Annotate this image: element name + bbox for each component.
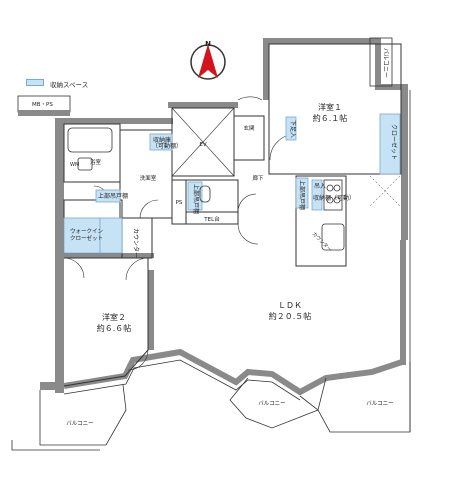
bath-label: 浴室: [90, 158, 102, 166]
wm-label: WM: [70, 162, 79, 168]
balcony-right-label: バルコニー: [366, 400, 393, 407]
storage-e2-label: 収納棚（可動）: [313, 194, 355, 202]
storage-a2-label: （可動棚）: [152, 142, 182, 150]
storage-a-label: 収納庫: [153, 136, 171, 144]
compass-letter: N: [205, 40, 211, 48]
bedroom1-name: 洋室１: [318, 102, 342, 112]
storage-e-label: 吊入: [314, 183, 326, 190]
storage-d-label: 上部吊戸棚: [298, 180, 306, 210]
bedroom1-size: 約６.１帖: [313, 113, 348, 123]
compass-icon: N: [190, 40, 226, 80]
walkin-label-2: クローゼット: [70, 234, 103, 242]
washroom-label: 洗面室: [140, 174, 157, 182]
walkin-label: ウォークイン: [70, 227, 104, 235]
kitchen-fixtures: [67, 127, 345, 251]
mbps-label: MB・PS: [32, 102, 53, 108]
counter-left-label: カウンター: [132, 228, 140, 258]
storage-c-label: 上部吊戸棚: [192, 184, 200, 214]
balcony-top-label: バルコニー: [382, 48, 389, 78]
ldk-name: ＬＤＫ: [278, 301, 302, 310]
closet-label: クローゼット: [390, 124, 398, 160]
bedroom2-name: 洋室２: [102, 312, 126, 322]
bedroom2-size: 約６.６帖: [97, 323, 132, 333]
storage-b-label: 上部吊戸棚: [98, 192, 128, 200]
legend-label: 収納スペース: [50, 81, 89, 89]
legend-swatch: [26, 79, 44, 86]
shoes-label: 下足入: [289, 120, 296, 138]
balcony-outlines: [11, 37, 411, 451]
balcony-mid-label: バルコニー: [258, 400, 285, 407]
entrance-label: 玄関: [243, 124, 255, 132]
ev-label: EV: [199, 142, 206, 148]
storage-spaces: [63, 113, 401, 254]
hall-label: 廊下: [252, 174, 264, 182]
exterior-walls: [40, 38, 408, 393]
bottom-walls: [63, 348, 403, 396]
ldk-size: 約２０.５帖: [269, 311, 312, 321]
ps-label: PS: [176, 200, 183, 206]
tel-label: TEL台: [203, 215, 220, 223]
interior-walls: [63, 43, 402, 387]
balcony-left-label: バルコニー: [66, 420, 93, 427]
